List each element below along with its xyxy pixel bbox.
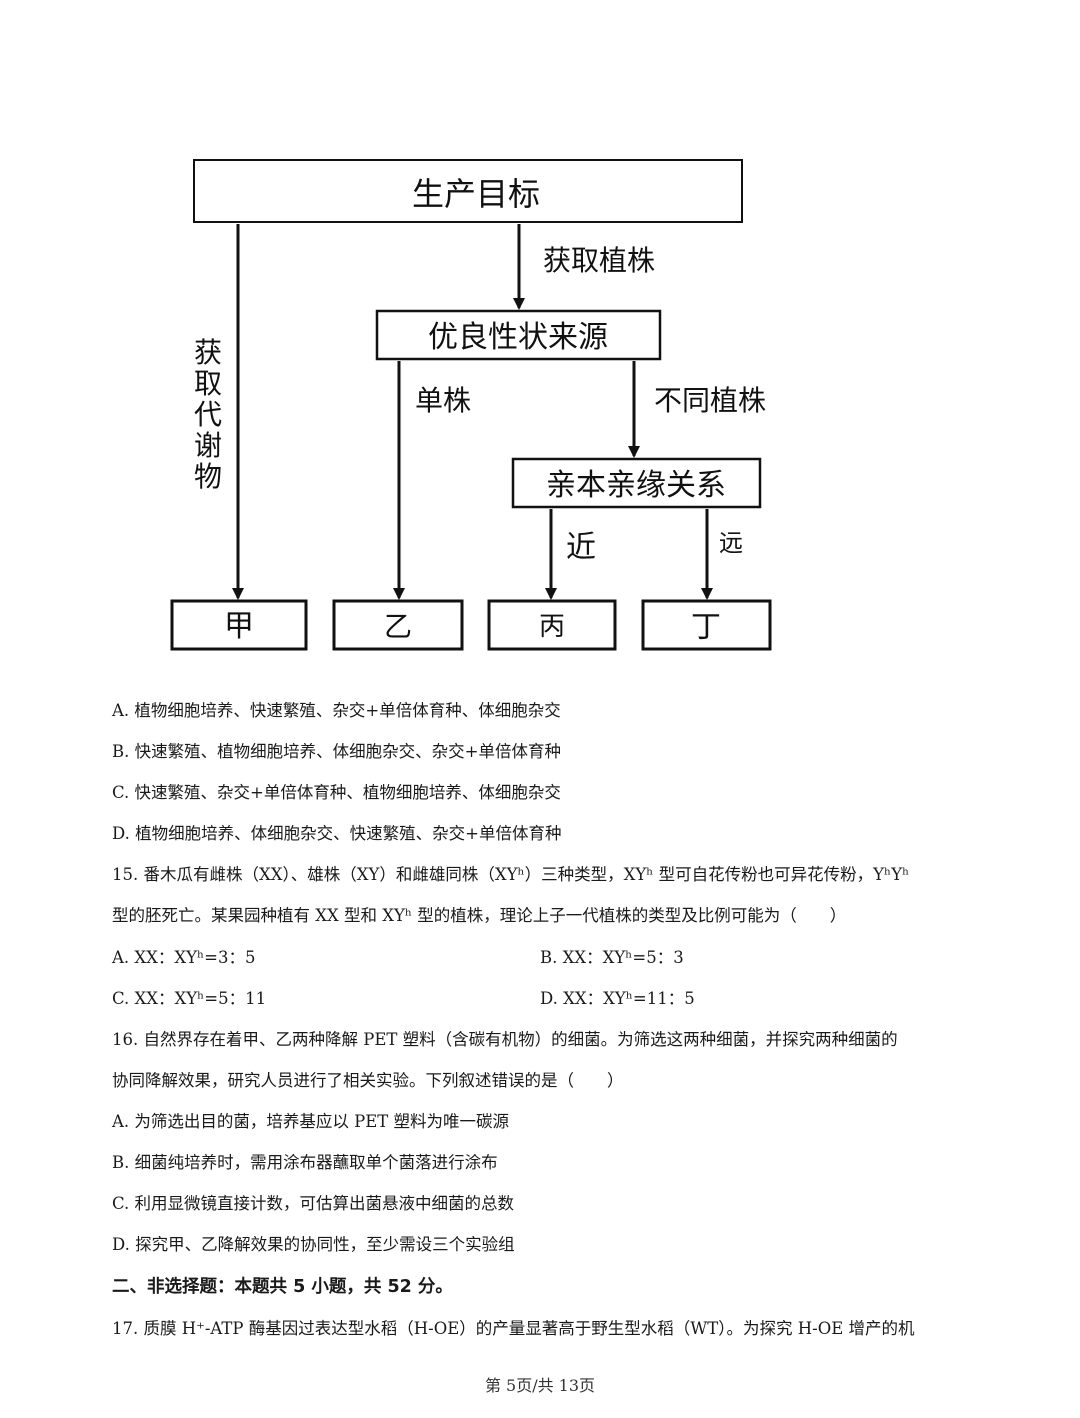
outcome-bing: 丙 [539, 612, 565, 642]
production-goal-text: 生产目标 [412, 175, 540, 213]
q16-option-b[interactable]: B. 细菌纯培养时，需用涂布器蘸取单个菌落进行涂布 [112, 1153, 498, 1172]
q15-stem-line1: 15. 番木瓜有雌株（XX）、雄株（XY）和雌雄同株（XYʰ）三种类型，XYʰ … [112, 865, 910, 884]
production-goal-box [193, 159, 743, 223]
trait-source-text: 优良性状来源 [428, 320, 608, 355]
metabolite-label-1: 获 [194, 336, 222, 369]
q15-option-a[interactable]: A. XX：XYʰ=3：5 [112, 948, 256, 967]
q14-option-b[interactable]: B. 快速繁殖、植物细胞培养、体细胞杂交、杂交+单倍体育种 [112, 742, 561, 761]
q16-option-a[interactable]: A. 为筛选出目的菌，培养基应以 PET 塑料为唯一碳源 [112, 1112, 510, 1131]
section-2-title: 二、非选择题：本题共 5 小题，共 52 分。 [112, 1277, 453, 1297]
outcome-box-yi [332, 599, 464, 651]
outcome-box-ding [641, 599, 772, 651]
q14-option-d[interactable]: D. 植物细胞培养、体细胞杂交、快速繁殖、杂交+单倍体育种 [112, 824, 562, 843]
page-number: 第 5页/共 13页 [484, 1376, 596, 1395]
metabolite-label-2: 取 [194, 367, 222, 400]
q14-option-c[interactable]: C. 快速繁殖、杂交+单倍体育种、植物细胞培养、体细胞杂交 [112, 783, 561, 802]
metabolite-label-4: 谢 [194, 429, 222, 462]
get-plant-label: 获取植株 [543, 244, 655, 277]
q15-option-b[interactable]: B. XX：XYʰ=5：3 [540, 948, 684, 967]
kinship-text: 亲本亲缘关系 [546, 468, 726, 503]
metabolite-label-5: 物 [194, 460, 222, 493]
q16-stem-line1: 16. 自然界存在着甲、乙两种降解 PET 塑料（含碳有机物）的细菌。为筛选这两… [112, 1030, 898, 1049]
metabolite-label-3: 代 [194, 398, 222, 431]
outcome-yi: 乙 [384, 610, 412, 643]
outcome-jia: 甲 [224, 609, 254, 644]
q14-option-a[interactable]: A. 植物细胞培养、快速繁殖、杂交+单倍体育种、体细胞杂交 [112, 701, 561, 720]
q16-stem-line2: 协同降解效果，研究人员进行了相关实验。下列叙述错误的是（ ） [112, 1071, 624, 1090]
outcome-box-jia [170, 599, 308, 651]
far-label: 远 [719, 529, 743, 557]
near-label: 近 [566, 530, 596, 565]
q15-stem-line2: 型的胚死亡。某果园种植有 XX 型和 XYʰ 型的植株，理论上子一代植株的类型及… [112, 906, 847, 925]
kinship-box [511, 457, 762, 509]
q17-stem-line1: 17. 质膜 H⁺-ATP 酶基因过表达型水稻（H-OE）的产量显著高于野生型水… [112, 1319, 915, 1338]
q15-option-d[interactable]: D. XX：XYʰ=11：5 [540, 989, 695, 1008]
outcome-box-bing [487, 599, 617, 651]
single-plant-label: 单株 [415, 384, 471, 417]
different-plants-label: 不同植株 [654, 384, 766, 417]
q16-option-c[interactable]: C. 利用显微镜直接计数，可估算出菌悬液中细菌的总数 [112, 1194, 515, 1213]
breeding-flowchart: 生产目标 获 取 代 谢 物 获取植株 优良性状来源 单株 不同植株 亲本亲缘关… [170, 159, 772, 651]
q15-option-c[interactable]: C. XX：XYʰ=5：11 [112, 989, 267, 1008]
outcome-ding: 丁 [691, 610, 721, 645]
trait-source-box [375, 309, 662, 361]
q16-option-d[interactable]: D. 探究甲、乙降解效果的协同性，至少需设三个实验组 [112, 1235, 515, 1254]
